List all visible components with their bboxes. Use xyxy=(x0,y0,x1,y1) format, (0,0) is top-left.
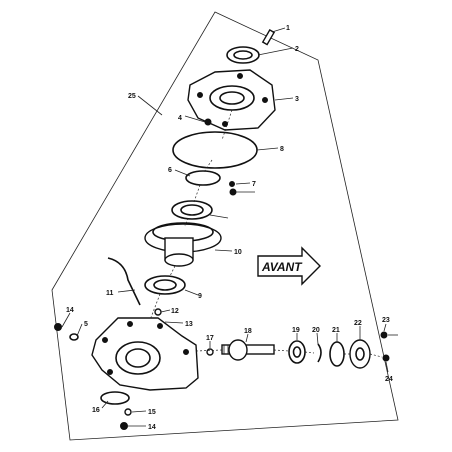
part-9-bearing-lower xyxy=(144,275,186,295)
part-20-circlip xyxy=(317,343,322,363)
callout-10: 10 xyxy=(234,249,242,256)
part-16-seal xyxy=(100,391,130,405)
avant-label: AVANT xyxy=(261,260,303,274)
callout-6: 6 xyxy=(168,167,172,174)
assembly-outline xyxy=(51,11,399,441)
alignment-dashes xyxy=(149,109,383,358)
callout-23: 23 xyxy=(382,317,390,324)
callout-16: 16 xyxy=(92,407,100,414)
callout-2: 2 xyxy=(295,46,299,53)
callout-1: 1 xyxy=(286,25,290,32)
avant-arrow: AVANT xyxy=(257,246,321,286)
part-17-clip xyxy=(206,348,214,356)
callout-21: 21 xyxy=(332,327,340,334)
part-2-seal-ring xyxy=(226,46,260,64)
leader-lines xyxy=(61,27,389,427)
callout-4: 4 xyxy=(178,115,182,122)
callout-19: 19 xyxy=(292,327,300,334)
callout-17: 17 xyxy=(206,335,214,342)
callout-15: 15 xyxy=(148,409,156,416)
callout-22: 22 xyxy=(354,320,362,327)
callout-24: 24 xyxy=(385,376,393,383)
part-4-dowel xyxy=(204,118,212,126)
callout-25: 25 xyxy=(128,93,136,100)
callout-8: 8 xyxy=(280,146,284,153)
part-23-nut xyxy=(380,331,398,339)
part-6-ring xyxy=(185,170,221,186)
part-15-washer xyxy=(124,408,132,416)
callout-14-lower: 14 xyxy=(148,424,156,431)
callout-20: 20 xyxy=(312,327,320,334)
part-5-washer xyxy=(69,333,79,341)
part-19-bearing xyxy=(288,340,306,364)
part-22-flange xyxy=(349,339,371,369)
part-3-cover-plate xyxy=(187,69,276,131)
callout-18: 18 xyxy=(244,328,252,335)
callout-5: 5 xyxy=(84,321,88,328)
part-14-plug xyxy=(54,323,62,331)
part-1-pin xyxy=(261,28,276,46)
part-12-plug xyxy=(154,308,162,316)
part-10-crown-gear xyxy=(144,222,222,267)
part-24-nut xyxy=(382,354,390,362)
part-11-breather-hose xyxy=(107,257,141,306)
callout-12: 12 xyxy=(171,308,179,315)
bearing-upper xyxy=(171,200,213,220)
callout-labels: 1 2 3 4 5 6 7 8 9 10 11 12 13 14 15 16 1… xyxy=(66,25,393,431)
part-14-drain-plug xyxy=(120,422,128,430)
callout-9: 9 xyxy=(198,293,202,300)
part-18-pinion-shaft xyxy=(221,339,275,361)
callout-13: 13 xyxy=(185,321,193,328)
callout-11: 11 xyxy=(106,290,114,297)
callout-7: 7 xyxy=(252,181,256,188)
part-7-bolt xyxy=(229,181,255,196)
part-13-housing xyxy=(91,317,199,391)
callout-3: 3 xyxy=(295,96,299,103)
part-8-o-ring xyxy=(172,131,258,169)
callout-14-upper: 14 xyxy=(66,307,74,314)
part-21-o-ring xyxy=(329,341,345,367)
